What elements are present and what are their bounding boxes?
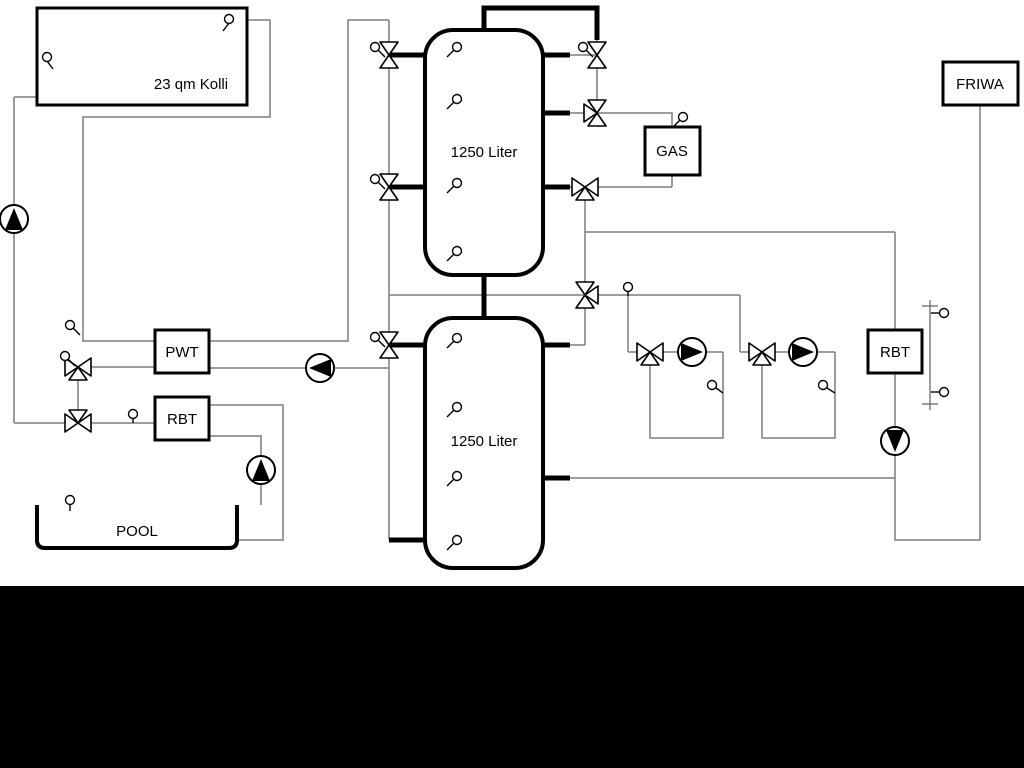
pwt-label: PWT	[165, 344, 198, 361]
tank2-stubs	[389, 342, 570, 543]
pool-basin	[35, 505, 239, 550]
rbt-right-pump	[880, 426, 910, 456]
tank1-sensor-2	[446, 93, 463, 110]
tank2-sensor-2	[446, 401, 463, 418]
rbt-right-sensor-top	[931, 307, 950, 319]
pumps	[0, 204, 910, 485]
tank2-sensor-4	[446, 534, 463, 551]
rbt-right-label: RBT	[880, 344, 910, 361]
heating-circuit-2-sensor	[817, 379, 836, 394]
three-way-valve-distribution	[575, 281, 599, 309]
valve2-sensor	[369, 173, 386, 190]
collector-sensor-left	[41, 51, 54, 70]
tank1-body	[423, 28, 545, 277]
valve3-sensor	[369, 331, 386, 348]
pwt-box	[153, 328, 211, 375]
collector-label: 23 qm Kolli	[154, 76, 228, 93]
buffer-tank-2: 1250 Liter	[423, 316, 545, 570]
tank2-sensor-1	[446, 332, 463, 349]
pipe-gas-circuit	[568, 40, 673, 188]
shutoff-valve-tank1-top-left	[379, 41, 399, 69]
tank1-stubs	[389, 52, 570, 190]
solar-collector: 23 qm Kolli	[35, 6, 249, 107]
pool-label: POOL	[116, 523, 158, 540]
rbt-left-inlet-sensor	[127, 408, 139, 423]
friwa-label: FRIWA	[956, 76, 1004, 93]
tank1-sensor-1	[446, 41, 463, 58]
gas-box	[643, 125, 702, 177]
pipe-friwa-circuit	[568, 105, 981, 541]
heating-pump-2	[788, 337, 818, 367]
rbt-right-box	[866, 328, 924, 375]
three-way-valve-solar-pwt	[64, 357, 92, 381]
pipe-distribution	[389, 187, 896, 439]
rbt-left-unit: RBT	[153, 395, 211, 442]
buffer-tank-1: 1250 Liter	[423, 28, 545, 277]
tank-top-line	[481, 5, 600, 40]
bottom-black-band	[0, 586, 1024, 768]
tank2-label: 1250 Liter	[451, 433, 518, 450]
three-way-valve-solar-rbt	[64, 409, 92, 433]
rbt-left-box	[153, 395, 211, 442]
heating-pump-1	[677, 337, 707, 367]
heating-circuit-1-sensor	[706, 379, 724, 394]
gas-boiler: GAS	[643, 125, 702, 177]
shutoff-valve-tank1-top-right	[587, 41, 607, 69]
tank1-sensor-4	[446, 245, 463, 262]
solar-valve-sensor	[59, 350, 76, 367]
pwt-heat-exchanger: PWT	[153, 328, 211, 375]
shutoff-valve-tank1-bottom-left	[379, 173, 399, 201]
three-way-valve-heating-circuit-1	[636, 342, 664, 366]
tank1-sensor-3	[446, 177, 463, 194]
tank1-label: 1250 Liter	[451, 144, 518, 161]
valve4-sensor	[577, 41, 594, 58]
shutoff-valve-tank2-top-left	[379, 331, 399, 359]
collector-sensor-top	[222, 13, 235, 32]
tank2-sensor-3	[446, 470, 463, 487]
swimming-pool: POOL	[35, 505, 239, 550]
rbt-right-unit: RBT	[866, 328, 924, 375]
charging-pump	[305, 353, 335, 383]
friwa-box	[941, 60, 1020, 107]
three-way-valve-heating-circuit-2	[748, 342, 776, 366]
tank-connections	[389, 5, 600, 543]
gas-label: GAS	[656, 143, 688, 160]
pwt-inlet-sensor	[64, 319, 81, 336]
tank2-body	[423, 316, 545, 570]
rbt-left-label: RBT	[167, 411, 197, 428]
three-way-valve-gas-supply	[583, 99, 607, 127]
valve1-sensor	[369, 41, 386, 58]
gas-supply-sensor	[673, 111, 689, 127]
collector-box	[35, 6, 249, 107]
friwa-station: FRIWA	[941, 60, 1020, 107]
valves	[64, 41, 776, 433]
pool-sensor	[64, 494, 76, 511]
pool-pump	[246, 455, 276, 485]
solar-pump	[0, 204, 29, 234]
rbt-right-sensor-bottom	[931, 386, 950, 398]
distribution-sensor	[622, 281, 634, 296]
three-way-valve-gas-return	[571, 177, 599, 201]
sensors	[41, 13, 950, 551]
